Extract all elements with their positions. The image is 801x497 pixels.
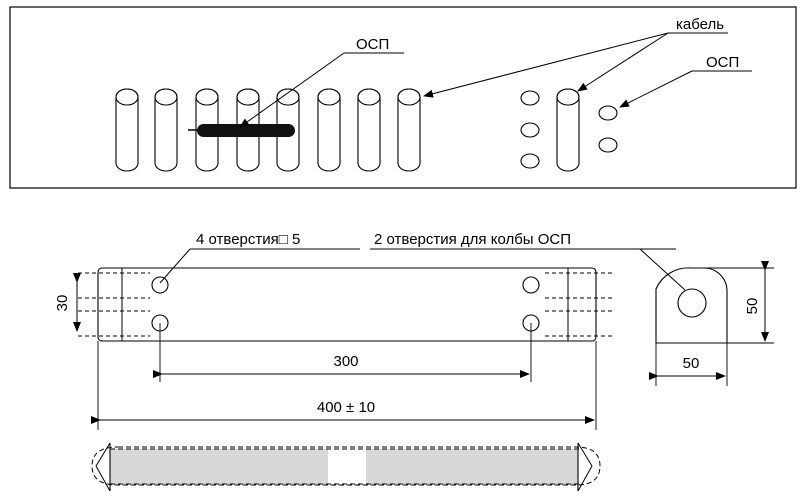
- dim-300-text: 300: [333, 353, 358, 370]
- label-holes: 4 отверстия□ 5: [196, 231, 300, 248]
- leader-osp-left: [239, 52, 345, 128]
- bracket-plan-view: 4 отверстия□ 5 2 отверстия для колбы ОСП…: [54, 231, 686, 430]
- leader-cable-left: [423, 32, 669, 98]
- cable: [317, 88, 341, 172]
- cable: [357, 88, 381, 172]
- leader-flask-holes: [639, 248, 686, 291]
- bracket-side-view: 50 50: [649, 261, 774, 386]
- dim-400-text: 400 ± 10: [317, 399, 375, 416]
- dim-50-height-text: 50: [744, 298, 761, 315]
- flask-hole: [677, 288, 707, 318]
- label-flask-holes: 2 отверстия для колбы ОСП: [374, 231, 571, 248]
- osp-ellipse: [520, 122, 540, 138]
- cable: [397, 88, 421, 172]
- panel-frame: [9, 6, 797, 189]
- cable: [115, 88, 139, 172]
- dashed-extensions: [78, 272, 612, 337]
- flask-tip-right: [577, 442, 593, 492]
- top-view-panel: ОСП кабель ОСП: [9, 6, 797, 189]
- label-cable: кабель: [676, 16, 724, 33]
- bracket-outline: [97, 267, 597, 342]
- osp-ellipse: [520, 153, 540, 169]
- flask-tip-left: [95, 442, 111, 492]
- flask-shaded-right: [366, 449, 578, 484]
- osp-ellipses: [520, 90, 618, 169]
- mounting-holes: [151, 276, 540, 332]
- dim-30-text: 30: [54, 295, 71, 312]
- leader-osp-right: [619, 70, 693, 108]
- dim-50-width-text: 50: [683, 355, 700, 372]
- osp-ellipse: [520, 90, 540, 106]
- leader-cable-right: [577, 32, 669, 92]
- cable: [154, 88, 178, 172]
- osp-ellipse: [598, 137, 618, 153]
- flask-view: [91, 442, 601, 492]
- flask-dashed-outline: [91, 446, 601, 486]
- hole: [151, 276, 169, 294]
- flask-shaded-left: [110, 449, 328, 484]
- side-view-outline: [655, 267, 728, 344]
- label-osp-right: ОСП: [706, 54, 739, 71]
- hole: [522, 276, 540, 294]
- osp-ellipse: [598, 105, 618, 121]
- leader-holes: [159, 248, 191, 284]
- cable-right: [556, 88, 580, 172]
- osp-flask-horizontal: [188, 124, 295, 137]
- label-osp-left: ОСП: [356, 36, 389, 53]
